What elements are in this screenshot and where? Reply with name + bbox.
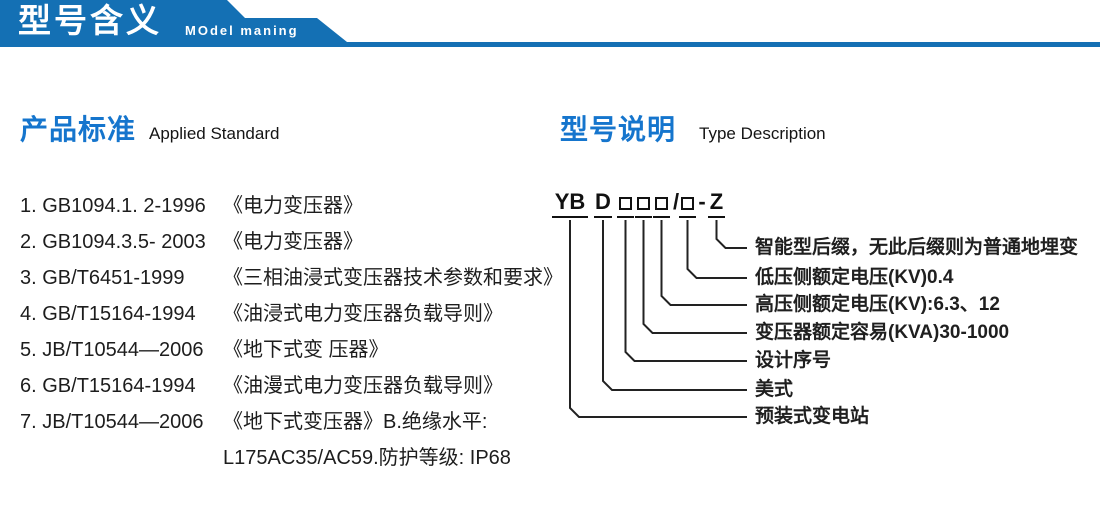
standard-item: 1. GB1094.1. 2-1996 《电力变压器》	[20, 188, 550, 224]
standard-title: 《油浸式电力变压器负载导则》	[223, 303, 503, 325]
type-description-heading: 型号说明 Type Description	[560, 108, 826, 148]
page-subtitle: MOdel maning	[185, 23, 299, 38]
standard-code: 2. GB1094.3.5- 2003	[20, 231, 206, 253]
standard-item: 6. GB/T15164-1994 《油漫式电力变压器负载导则》	[20, 368, 550, 404]
standard-code: 7. JB/T10544—2006	[20, 411, 204, 433]
label-smart-suffix: 智能型后缀，无此后缀则为普通地埋变	[755, 237, 1079, 258]
label-american-style: 美式	[755, 379, 794, 400]
page-title: 型号含义	[18, 2, 162, 39]
standard-code: 4. GB/T15164-1994	[20, 303, 196, 325]
standard-code	[20, 440, 223, 476]
standard-title: 《电力变压器》	[223, 231, 363, 253]
applied-standard-heading-en: Applied Standard	[149, 124, 280, 143]
connector-lines	[569, 220, 747, 418]
label-prefab-substation: 预装式变电站	[755, 406, 870, 427]
standard-title: 《电力变压器》	[223, 195, 363, 217]
standard-item: 3. GB/T6451-1999 《三相油浸式变压器技术参数和要求》	[20, 260, 563, 296]
standard-title: 《地下式变压器》B.绝缘水平:	[223, 411, 488, 433]
label-rated-capacity: 变压器额定容易(KVA)30-1000	[755, 322, 1010, 343]
box-icon	[681, 197, 694, 210]
standard-item: 5. JB/T10544—2006 《地下式变 压器》	[20, 332, 550, 368]
standards-list: 1. GB1094.1. 2-1996 《电力变压器》 2. GB1094.3.…	[20, 188, 563, 476]
applied-standard-heading-zh: 产品标准	[20, 114, 137, 145]
code-series: D	[594, 190, 612, 218]
box-icon	[637, 197, 650, 210]
standard-item: 4. GB/T15164-1994 《油浸式电力变压器负载导则》	[20, 296, 550, 332]
label-hv-voltage: 高压侧额定电压(KV):6.3、12	[755, 294, 1000, 315]
code-box-hv	[653, 190, 670, 218]
standard-code: 3. GB/T6451-1999	[20, 267, 185, 289]
type-description-heading-en: Type Description	[699, 124, 826, 143]
standard-item: 7. JB/T10544—2006 《地下式变压器》B.绝缘水平:	[20, 404, 550, 440]
header-ribbon	[0, 0, 1100, 47]
code-prefix: YB	[552, 190, 588, 218]
applied-standard-heading: 产品标准 Applied Standard	[20, 108, 279, 148]
code-box-capacity-2	[635, 190, 652, 218]
code-slash: /	[672, 189, 680, 214]
code-box-capacity-1	[617, 190, 634, 218]
standard-title: 《油漫式电力变压器负载导则》	[223, 375, 503, 397]
label-design-serial: 设计序号	[755, 350, 832, 371]
model-code-diagram: YB D / - Z 智能型后缀，无此后缀则为普通地埋变 低压侧额定电压(KV)…	[550, 190, 1100, 450]
box-icon	[655, 197, 668, 210]
standard-title: 《三相油浸式变压器技术参数和要求》	[223, 267, 563, 289]
type-description-heading-zh: 型号说明	[560, 114, 677, 145]
label-lv-voltage: 低压侧额定电压(KV)0.4	[755, 267, 954, 288]
standard-item-continuation: L175AC35/AC59.防护等级: IP68	[20, 440, 550, 476]
standard-title: 《地下式变 压器》	[223, 339, 389, 361]
code-suffix: Z	[708, 190, 725, 218]
standard-code: 1. GB1094.1. 2-1996	[20, 195, 206, 217]
box-icon	[619, 197, 632, 210]
standard-title: L175AC35/AC59.防护等级: IP68	[223, 447, 511, 469]
standard-code: 5. JB/T10544—2006	[20, 339, 204, 361]
code-box-lv	[679, 190, 696, 218]
code-dash: -	[698, 189, 706, 214]
standard-item: 2. GB1094.3.5- 2003 《电力变压器》	[20, 224, 550, 260]
standard-code: 6. GB/T15164-1994	[20, 375, 196, 397]
